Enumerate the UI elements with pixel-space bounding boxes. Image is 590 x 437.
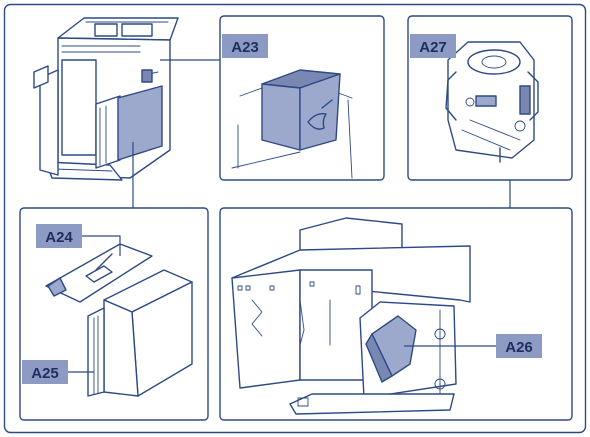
machine-side-panel-illustration (33, 17, 220, 208)
label-a26: A26 (505, 339, 533, 356)
label-a26-tag: A26 (496, 334, 542, 358)
label-a27: A27 (419, 39, 447, 56)
label-a27-tag: A27 (410, 34, 456, 58)
label-a25: A25 (31, 365, 59, 382)
label-a24: A24 (45, 229, 73, 246)
panel-a26 (219, 207, 573, 421)
label-a25-tag: A25 (22, 360, 68, 384)
label-a24-tag: A24 (36, 224, 82, 248)
label-a23: A23 (231, 39, 259, 56)
label-a23-tag: A23 (222, 34, 268, 58)
